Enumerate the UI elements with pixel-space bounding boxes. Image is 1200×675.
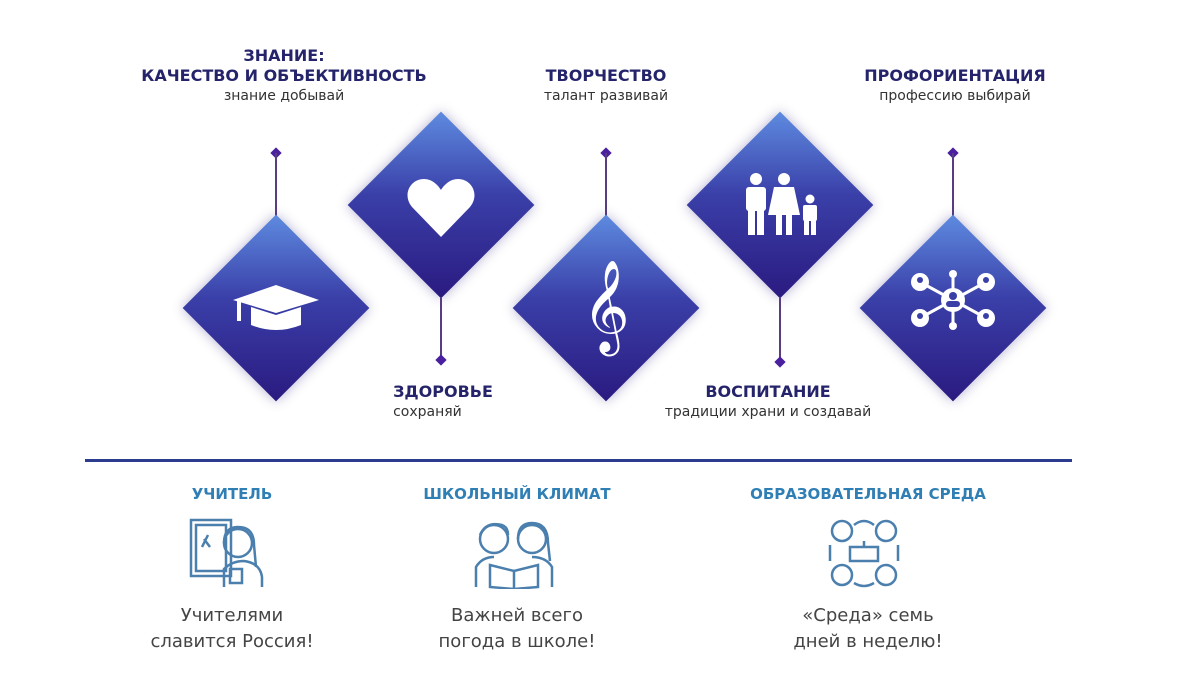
pillar-subtitle: сохраняй: [393, 404, 462, 420]
network-people-icon: [911, 270, 995, 330]
section-divider: [85, 459, 1072, 462]
connector-line: [275, 153, 277, 218]
pillar-career-label: ПРОФОРИЕНТАЦИЯ профессию выбирай: [864, 66, 1045, 106]
teacher-icon: [189, 518, 264, 587]
foundation-environment: ОБРАЗОВАТЕЛЬНАЯ СРЕДА: [750, 485, 986, 503]
family-icon: [746, 173, 817, 235]
foundation-title: ОБРАЗОВАТЕЛЬНАЯ СРЕДА: [750, 485, 986, 503]
connector-line: [605, 153, 607, 218]
pillar-subtitle: знание добывай: [223, 88, 345, 104]
foundation-text: погода в школе!: [438, 631, 596, 652]
students-reading-icon: [474, 521, 554, 589]
foundation-climate-text: Важней всего погода в школе!: [439, 603, 596, 655]
foundation-title: УЧИТЕЛЬ: [191, 485, 273, 503]
foundation-climate: ШКОЛЬНЫЙ КЛИМАТ: [423, 485, 610, 503]
pillar-title: ТВОРЧЕСТВО: [545, 66, 667, 85]
connector-line: [952, 153, 954, 218]
foundation-teacher-text: Учителями славится Россия!: [150, 603, 313, 655]
foundation-environment-text: «Среда» семь дней в неделю!: [793, 603, 942, 655]
connector-line: [440, 298, 442, 360]
pillar-subtitle: талант развивай: [543, 88, 669, 104]
connector-dot: [774, 356, 786, 368]
connector-line: [779, 298, 781, 362]
foundation-teacher: УЧИТЕЛЬ: [192, 485, 273, 503]
pillar-title: ВОСПИТАНИЕ: [705, 382, 831, 401]
pillar-knowledge-label: ЗНАНИЕ: КАЧЕСТВО И ОБЪЕКТИВНОСТЬ знание …: [141, 46, 426, 106]
foundation-text: Учителями: [180, 605, 284, 626]
graduation-cap-icon: [233, 285, 319, 330]
pillar-subtitle: традиции храни и создавай: [664, 404, 872, 420]
treble-clef-icon: 𝄞: [582, 259, 630, 352]
pillar-health-label: ЗДОРОВЬЕ сохраняй: [393, 382, 493, 422]
pillar-upbringing-label: ВОСПИТАНИЕ традиции храни и создавай: [665, 382, 871, 422]
foundation-text: «Среда» семь: [802, 605, 934, 626]
pillar-creativity-label: ТВОРЧЕСТВО талант развивай: [544, 66, 668, 106]
pillar-title: ЗНАНИЕ:: [243, 46, 325, 65]
foundation-text: дней в неделю!: [793, 631, 943, 652]
group-table-icon: [828, 519, 900, 588]
pillar-title: КАЧЕСТВО И ОБЪЕКТИВНОСТЬ: [141, 66, 427, 85]
foundation-text: славится Россия!: [150, 631, 314, 652]
foundation-title: ШКОЛЬНЫЙ КЛИМАТ: [423, 485, 611, 503]
heart-icon: [407, 179, 475, 237]
pillar-title: ПРОФОРИЕНТАЦИЯ: [864, 66, 1046, 85]
pillar-subtitle: профессию выбирай: [879, 88, 1031, 104]
foundation-text: Важней всего: [451, 605, 583, 626]
pillar-title: ЗДОРОВЬЕ: [393, 382, 493, 401]
connector-dot: [435, 354, 447, 366]
